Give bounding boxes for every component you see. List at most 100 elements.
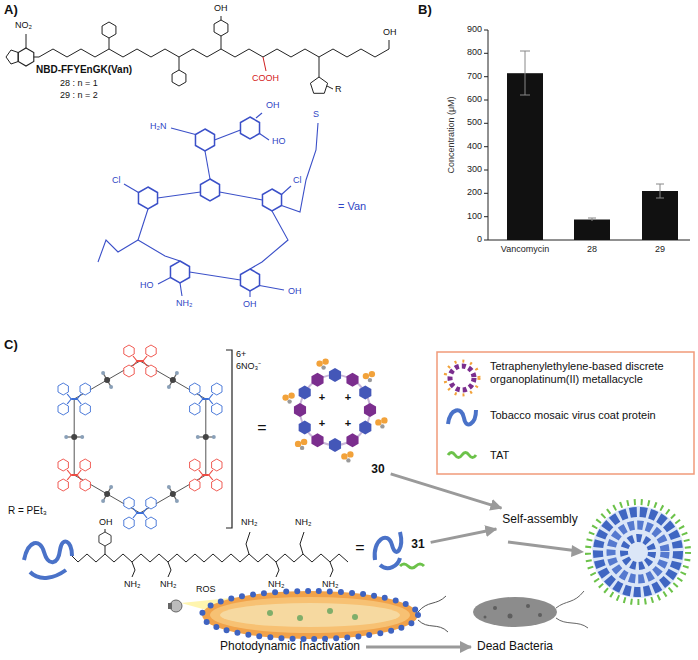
flow-arrow: [391, 474, 502, 508]
legend-item: Tobacco mosaic virus coat protein: [490, 409, 686, 422]
tick-label: 300: [467, 165, 482, 175]
process-label: Self-assembly: [499, 511, 580, 529]
error-bar: [520, 51, 664, 221]
vancomycin-structure: [158, 278, 171, 285]
peptide-structure: [6, 50, 18, 64]
vancomycin-structure: [138, 209, 180, 261]
tick-label: 700: [467, 72, 482, 82]
metallacycle-structure: [104, 377, 110, 383]
metallacycle-structure: [196, 435, 200, 439]
atom-label: NH₂: [322, 580, 339, 590]
peptide-structure: [327, 86, 333, 89]
atom-label: NO₂: [15, 21, 32, 31]
atom-label: OH: [288, 287, 302, 297]
vancomycin-structure: [262, 189, 281, 211]
metallacycle-cartoon: [311, 433, 323, 447]
atom-label: COOH: [252, 74, 279, 84]
process-arrow: [571, 545, 584, 557]
nanoparticle: [588, 502, 688, 602]
dead-bacterium: [538, 613, 542, 617]
panel-label: C): [4, 338, 18, 352]
dead-bacterium: [526, 604, 530, 608]
metallacycle-cartoon: [299, 421, 311, 435]
peptide-structure: [214, 20, 228, 36]
metallacycle-structure: [175, 371, 179, 375]
peptide-structure: [276, 562, 279, 577]
vancomycin-structure: [249, 291, 250, 297]
error-bar: [656, 184, 664, 198]
metallacycle-structure: [167, 385, 171, 389]
metallacycle-structure: [80, 435, 84, 439]
metallacycle-cartoon: [363, 371, 375, 382]
nanoparticle: [588, 502, 688, 602]
metallacycle-cartoon: [282, 358, 387, 462]
metallacycle-structure: [190, 383, 222, 415]
equals-sign: =: [355, 539, 364, 557]
process-arrow: [508, 542, 584, 557]
peptide-structure: [221, 16, 222, 20]
bacterium: [202, 591, 418, 639]
dead-bacterium: [508, 614, 513, 619]
peptide-structure: [246, 532, 250, 554]
axis-title: Concentration (μM): [447, 96, 457, 173]
bacterium: [220, 603, 400, 627]
metallacycle-cartoon: [359, 386, 371, 400]
tick-label: 100: [467, 212, 482, 222]
vancomycin-structure: [256, 113, 262, 118]
dead-bacterium: [484, 604, 543, 619]
nanoparticle: [624, 538, 652, 566]
metallacycle-structure: [58, 459, 90, 491]
bacterium: [418, 620, 448, 632]
dead-bacterium: [493, 606, 497, 610]
peptide-structure: [26, 34, 27, 48]
tick-label: 500: [467, 118, 482, 128]
light-source: [168, 603, 172, 609]
category-label: Vancomycin: [501, 245, 549, 255]
charge-label: 6+: [236, 350, 246, 360]
metallacycle-cartoon: [346, 433, 358, 447]
metallacycle-structure: [175, 499, 179, 503]
protein-cartoon: [375, 532, 401, 560]
vancomycin-structure: [138, 187, 157, 209]
legend-frame: [445, 361, 479, 395]
node-text: Self-assembly: [502, 513, 577, 527]
vancomycin-structure: [98, 240, 138, 262]
metallacycle-cartoon: [359, 421, 371, 435]
peptide-structure: [34, 57, 39, 58]
peptide-structure: [18, 48, 34, 66]
metallacycle-cartoon: [295, 439, 307, 450]
peptide-structure: [310, 77, 327, 93]
metallacycle-cartoon: [341, 451, 353, 462]
bacterium: [210, 597, 410, 633]
charge-sign: +: [345, 417, 351, 429]
legend-text: Tetraphenylethylene-based discrete organ…: [490, 360, 664, 385]
peptide-structure: [24, 529, 348, 578]
metallacycle-cartoon: [346, 373, 358, 387]
metallacycle-structure: [58, 345, 232, 529]
vancomycin-structure: [215, 130, 241, 140]
definition-label: R = PEt₃: [8, 505, 47, 516]
process-label: Dead Bacteria: [474, 638, 556, 656]
metallacycle-cartoon: [300, 375, 370, 445]
nanoparticle: [592, 506, 684, 598]
metallacycle-structure: [103, 487, 111, 501]
metallacycle-cartoon: [375, 417, 387, 428]
atom-label: OH: [383, 28, 397, 38]
vancomycin-structure: [124, 184, 139, 193]
atom-label: Cl: [293, 176, 302, 186]
legend-item: TAT: [490, 449, 686, 462]
vancomycin-structure: [200, 179, 219, 201]
metallacycle-structure: [109, 385, 113, 389]
metallacycle-structure: [124, 345, 156, 377]
metallacycle-cartoon: [299, 386, 311, 400]
metallacycle-structure: [103, 373, 111, 387]
atom-label: Cl: [112, 176, 121, 186]
peptide-structure: [221, 36, 222, 49]
legend-text: Tobacco mosaic virus coat protein: [490, 409, 656, 421]
atom-label: R: [335, 85, 342, 95]
compound-number: 28 : n = 1: [60, 79, 98, 89]
vancomycin-structure: [282, 123, 319, 212]
peptide-structure: [102, 22, 116, 38]
